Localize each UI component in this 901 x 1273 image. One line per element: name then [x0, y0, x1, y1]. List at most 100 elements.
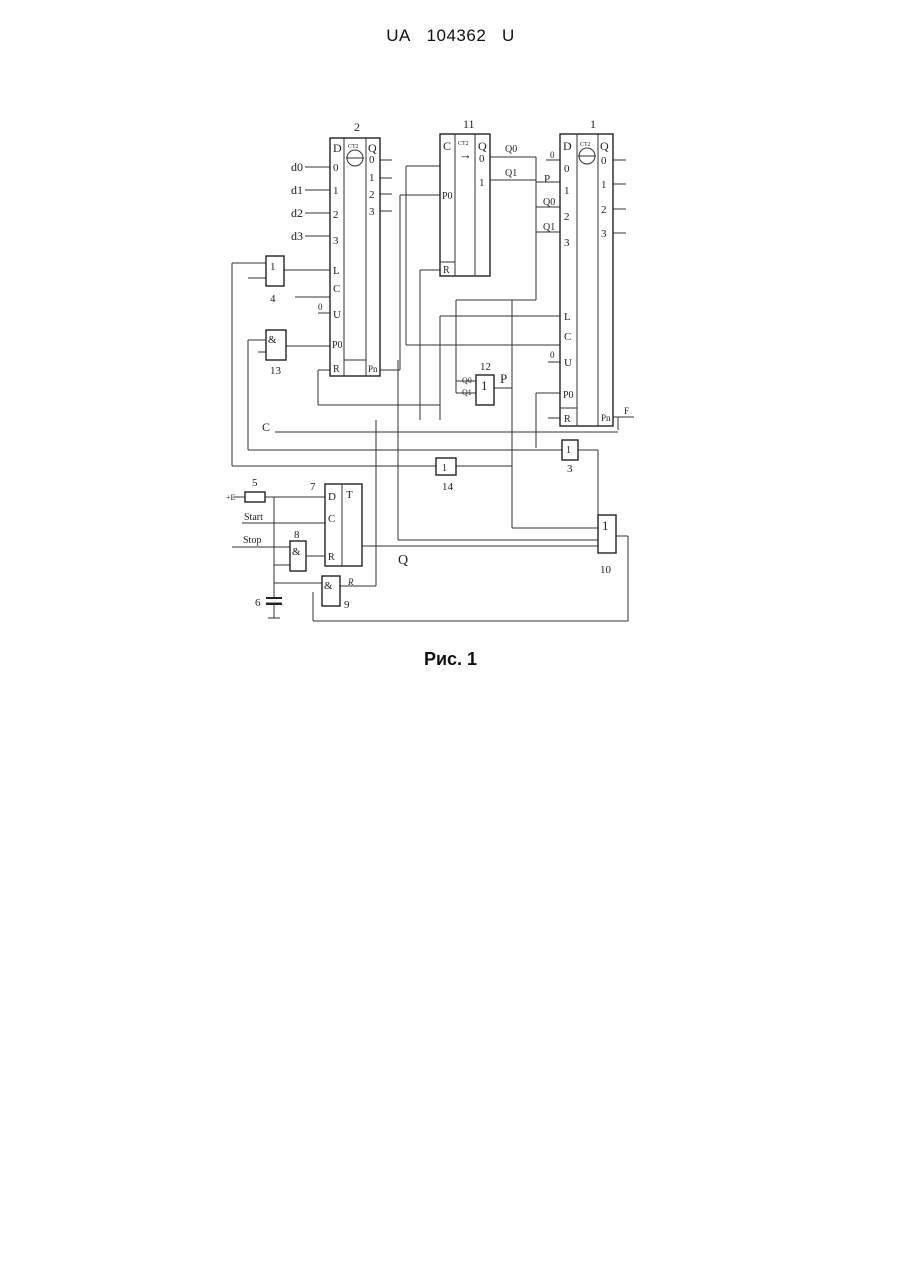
flip-flop-7: D C R T [325, 484, 362, 566]
gate-10: 1 [598, 515, 616, 553]
signal-q0-b: Q0 [543, 197, 555, 208]
counter11-c: C [443, 139, 451, 153]
ref-4: 4 [270, 293, 276, 305]
gate10-symbol: 1 [602, 518, 609, 533]
counter1-c: C [564, 331, 571, 343]
ff-d: D [328, 491, 336, 503]
gate-14: 1 [436, 458, 456, 475]
signal-p-in: P [544, 173, 550, 185]
counter2-r: R [333, 364, 340, 375]
gate-9: & [322, 576, 340, 606]
input-d2: d2 [291, 206, 303, 220]
signal-q1-b: Q1 [543, 222, 555, 233]
counter1-r: R [564, 414, 571, 425]
signal-f-out: F [624, 406, 629, 416]
counter11-r: R [443, 265, 450, 276]
zero-label-a: 0 [318, 302, 323, 312]
counter2-out0: 0 [369, 154, 375, 166]
ref-5: 5 [252, 477, 258, 489]
gate3-symbol: 1 [566, 445, 571, 456]
signal-q-out: Q [398, 553, 408, 568]
gate-13: & [266, 330, 286, 360]
ref-14: 14 [442, 481, 454, 493]
counter-2: CT2 D Q 0 1 2 3 0 1 2 3 L C U P0 R Pn [330, 138, 380, 376]
counter2-out2: 2 [369, 189, 375, 201]
counter2-u: U [333, 309, 341, 321]
signal-p-out: P [500, 371, 507, 386]
gate-3: 1 [562, 440, 578, 460]
signal-start: Start [244, 512, 263, 523]
ref-6: 6 [255, 597, 261, 609]
signal-r-bus: R [347, 577, 354, 587]
counter2-d: D [333, 141, 342, 155]
ref-12: 12 [480, 361, 491, 373]
ff-c: C [328, 513, 335, 525]
counter1-l: L [564, 311, 571, 323]
input-d3: d3 [291, 229, 303, 243]
counter1-in0: 0 [564, 163, 570, 175]
counter1-p0: P0 [563, 390, 574, 401]
signal-c-line: C [262, 420, 270, 434]
counter2-out3: 3 [369, 206, 375, 218]
ref-3: 3 [567, 463, 573, 475]
counter2-l: L [333, 265, 340, 277]
counter2-out1: 1 [369, 172, 375, 184]
counter2-in3: 3 [333, 235, 339, 247]
counter1-d: D [563, 139, 572, 153]
counter11-out0: 0 [479, 153, 485, 165]
gate13-symbol: & [268, 334, 277, 346]
counter2-p0: P0 [332, 340, 343, 351]
gate-4: 1 [266, 256, 284, 286]
gate-12: 1 Q0 Q1 [462, 375, 494, 405]
zero-label-c: 0 [550, 350, 555, 360]
counter2-in0: 0 [333, 162, 339, 174]
capacitor-6 [266, 598, 282, 604]
counter11-p0: P0 [442, 191, 453, 202]
counter1-in2: 2 [564, 211, 570, 223]
gate12-symbol: 1 [481, 378, 488, 393]
gate-8: & [290, 541, 306, 571]
counter-11: CT2 → C Q 0 1 P0 R [440, 134, 490, 276]
input-d1: d1 [291, 183, 303, 197]
counter2-pn: Pn [368, 364, 378, 374]
ref-10: 10 [600, 564, 612, 576]
counter1-out2: 2 [601, 204, 607, 216]
gate8-symbol: & [292, 546, 301, 558]
counter2-c: C [333, 283, 340, 295]
counter2-q: Q [368, 141, 377, 155]
ref-8: 8 [294, 529, 300, 541]
counter2-in1: 1 [333, 185, 339, 197]
counter1-in1: 1 [564, 185, 570, 197]
signal-stop: Stop [243, 535, 261, 546]
counter1-in3: 3 [564, 237, 570, 249]
ref-2: 2 [354, 120, 360, 134]
counter1-q: Q [600, 139, 609, 153]
zero-label-b: 0 [550, 150, 555, 160]
counter1-out1: 1 [601, 179, 607, 191]
ff-t: T [346, 489, 353, 501]
signal-q0-a: Q0 [505, 144, 517, 155]
counter11-arrow-icon: → [459, 147, 472, 162]
ref-13: 13 [270, 365, 282, 377]
counter1-out3: 3 [601, 228, 607, 240]
gate14-symbol: 1 [442, 463, 447, 474]
counter1-pn: Pn [601, 413, 611, 423]
gate4-symbol: 1 [270, 261, 276, 273]
ref-1: 1 [590, 117, 596, 131]
signal-plus-e: +E [226, 493, 236, 502]
gate9-symbol: & [324, 580, 333, 592]
signal-q1-a: Q1 [505, 168, 517, 179]
counter2-ct: CT2 [348, 144, 359, 150]
counter11-out1: 1 [479, 177, 485, 189]
input-d0: d0 [291, 160, 303, 174]
ff-r: R [328, 552, 335, 563]
figure-caption: Рис. 1 [0, 649, 901, 670]
ref-9: 9 [344, 599, 350, 611]
counter1-out0: 0 [601, 155, 607, 167]
ref-11: 11 [463, 117, 475, 131]
gate12-q0: Q0 [462, 376, 472, 385]
counter-1: CT2 D Q 0 1 2 3 0 1 2 3 L C U P0 R Pn [560, 134, 613, 426]
counter11-q: Q [478, 139, 487, 153]
ref-7: 7 [310, 481, 316, 493]
